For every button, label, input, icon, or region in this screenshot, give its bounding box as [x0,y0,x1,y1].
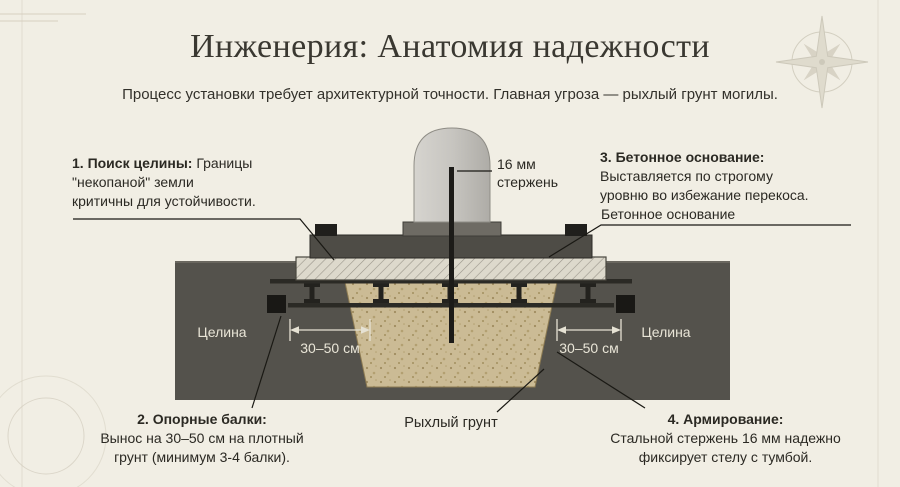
beam-end-block-right [616,295,635,313]
page-title: Инженерия: Анатомия надежности [190,28,710,65]
callout-step1: 1. Поиск целины: Границы "некопаной" зем… [72,154,277,212]
page-subtitle: Процесс установки требует архитектурной … [122,86,778,103]
beam-end-block-left [267,295,286,313]
leader-concrete-base [548,224,851,258]
rod-label: 16 мм стержень [497,156,559,191]
callout-step3-body: Выставляется по строгому уровню во избеж… [600,168,809,204]
virgin-soil-label-left: Целина [197,324,247,340]
concrete-base-label: Бетонное основание [601,206,736,222]
leader-step1 [73,218,335,261]
callout-step1-body: Границы "некопаной" земли критичны для у… [72,155,256,210]
background-decorations [0,0,879,487]
end-post-left [315,224,337,236]
leader-step4 [556,351,646,409]
drafting-arc [7,397,85,475]
callout-step2: 2. Опорные балки: Вынос на 30–50 см на п… [92,410,312,468]
dimension-left [289,319,371,341]
callout-step2-heading: 2. Опорные балки: [137,411,267,427]
leader-loose-soil [496,368,545,413]
leader-step2 [251,315,282,409]
callout-step2-body: Вынос на 30–50 см на плотный грунт (мини… [100,430,304,466]
callout-step4: 4. Армирование: Стальной стержень 16 мм … [588,410,863,468]
dimension-right [556,319,622,341]
callout-step3-heading: 3. Бетонное основание: [600,149,765,165]
callout-step1-heading: 1. Поиск целины: [72,155,193,171]
virgin-soil-label-right: Целина [641,324,691,340]
callout-step3: 3. Бетонное основание: Выставляется по с… [600,148,865,206]
i-beam [511,283,527,303]
loose-soil-label: Рыхлый грунт [404,415,498,431]
i-beam [304,283,320,303]
compass-rose-icon [775,15,869,109]
cross-section [175,127,730,400]
drafting-arc [0,375,107,487]
end-post-right [565,224,587,236]
i-beam [580,283,596,303]
steel-rod [449,167,454,343]
callout-step4-heading: 4. Армирование: [667,411,784,427]
callout-step4-body: Стальной стержень 16 мм надежно фиксируе… [610,430,841,466]
leader-lines [73,170,851,413]
dimension-label-left: 30–50 см [300,340,360,356]
i-beam [373,283,389,303]
dimension-label-right: 30–50 см [559,340,619,356]
